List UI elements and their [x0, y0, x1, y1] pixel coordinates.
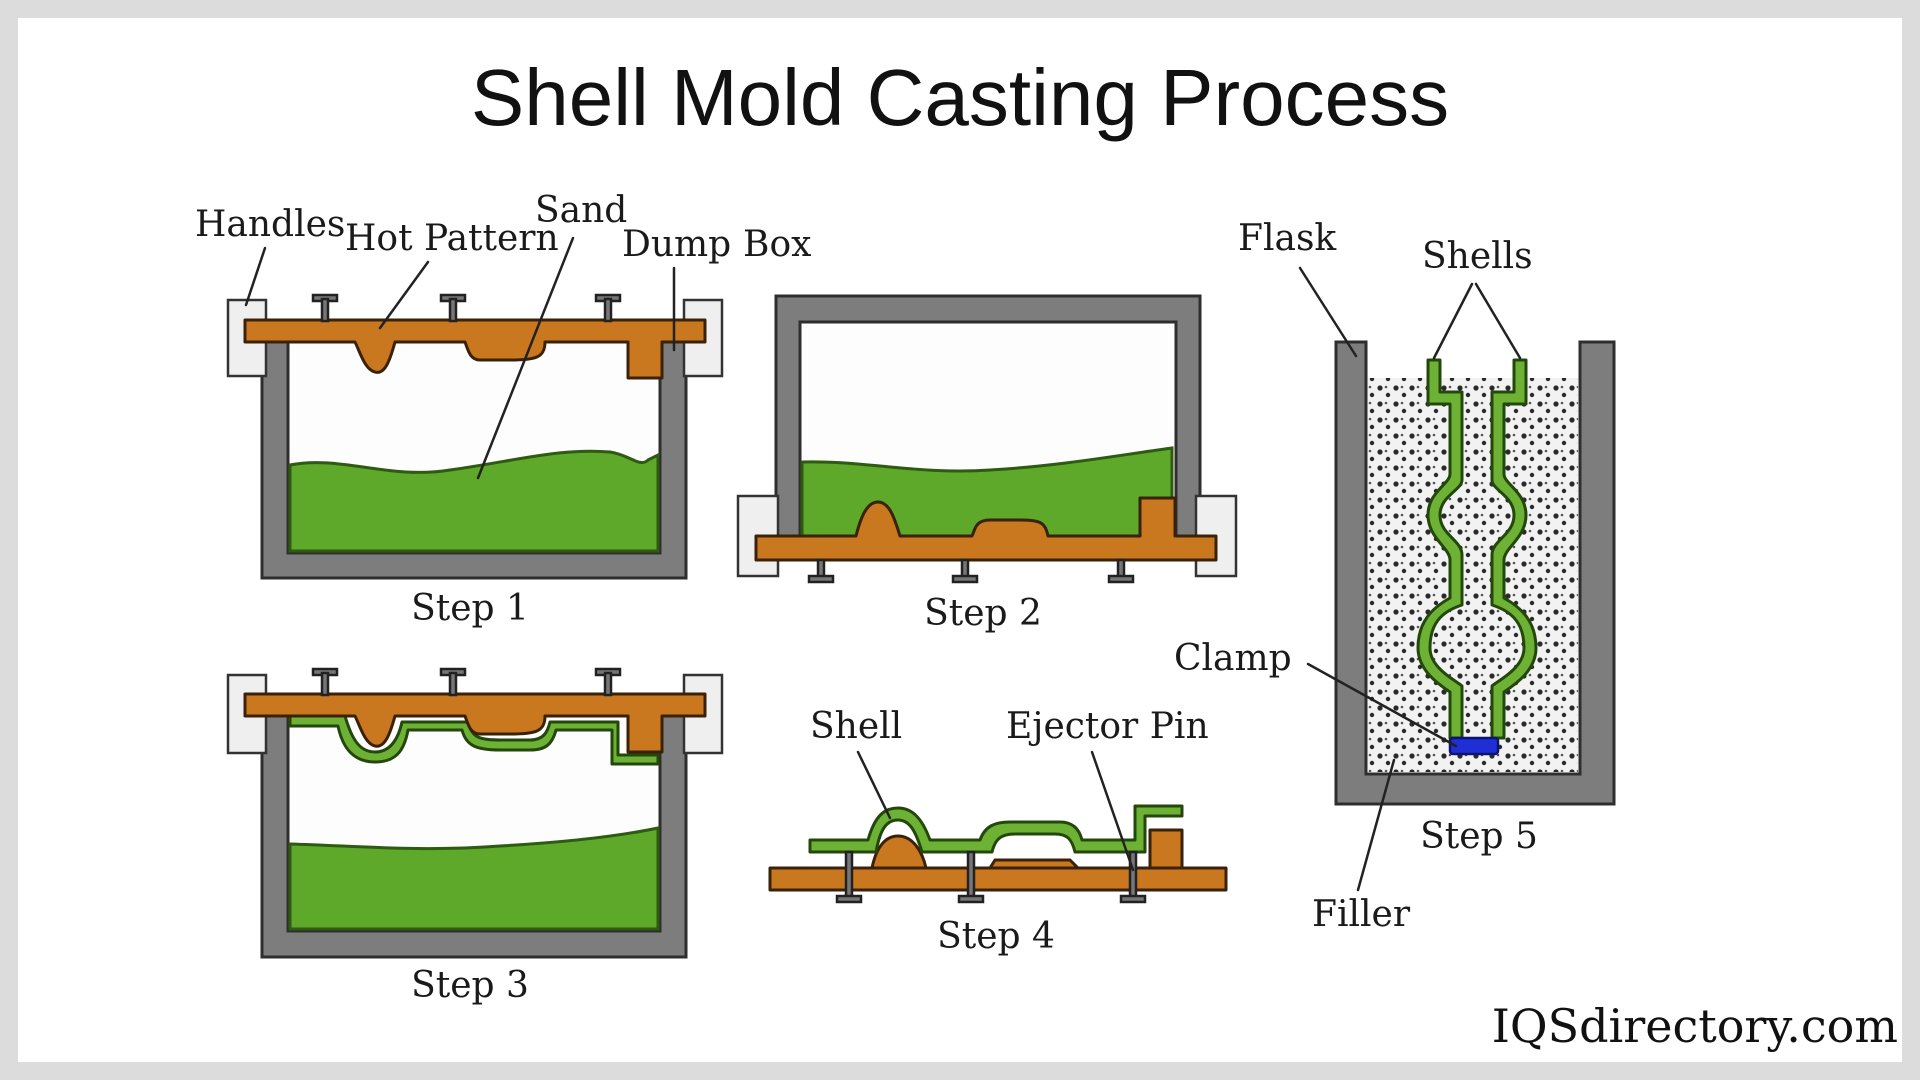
label-handles: Handles — [195, 204, 345, 245]
leader-ejector-pin — [1090, 750, 1135, 872]
hot-pattern-3 — [243, 692, 707, 754]
filler-material — [1368, 378, 1578, 772]
label-filler: Filler — [1312, 894, 1411, 935]
leader-clamp — [1306, 662, 1458, 748]
leader-hot-pattern — [378, 260, 430, 330]
pattern-ridge-4 — [988, 858, 1080, 870]
pattern-pins — [311, 293, 622, 323]
pattern-block-4 — [1148, 828, 1184, 870]
label-ejector-pin: Ejector Pin — [1006, 706, 1209, 747]
label-hot-pattern: Hot Pattern — [345, 218, 559, 259]
step-4-label: Step 4 — [937, 916, 1055, 957]
brand-watermark: IQSdirectory.com — [1492, 999, 1898, 1053]
flask — [1334, 340, 1616, 806]
step-3-label: Step 3 — [411, 965, 529, 1006]
pattern-pins-2 — [807, 558, 1135, 584]
label-shell: Shell — [810, 706, 902, 747]
leader-shells-right — [1474, 282, 1522, 360]
hot-pattern-inverted — [754, 496, 1218, 562]
page-title: Shell Mold Casting Process — [471, 53, 1449, 142]
step-5-diagram: Flask Shells Clamp Filler Step 5 — [1174, 218, 1616, 935]
step-1-diagram: Handles Hot Pattern Sand Dump Box Step 1 — [195, 190, 811, 629]
step-2-label: Step 2 — [924, 593, 1042, 634]
pattern-plate-4 — [768, 866, 1228, 892]
label-box: Box — [743, 224, 811, 265]
leader-shells-left — [1432, 282, 1474, 360]
shell-layer-forming — [288, 714, 660, 766]
leader-handles — [244, 246, 267, 307]
pattern-pins-3 — [311, 667, 622, 697]
leader-shell — [856, 750, 892, 820]
label-flask: Flask — [1238, 218, 1337, 259]
leader-filler — [1356, 758, 1396, 892]
leader-sand — [476, 236, 575, 480]
step-3-diagram: Step 3 — [226, 667, 724, 1006]
ejector-pins — [835, 850, 1147, 904]
sand-fill — [288, 449, 660, 553]
clamp — [1448, 736, 1500, 756]
label-shells: Shells — [1422, 236, 1533, 277]
label-dump: Dump — [622, 224, 731, 265]
sand-fill-3 — [288, 826, 660, 931]
leader-flask — [1298, 266, 1358, 358]
step-1-label: Step 1 — [411, 588, 529, 629]
shell-released — [808, 804, 1184, 854]
label-sand: Sand — [535, 190, 627, 231]
step-4-diagram: Shell Ejector Pin Step 4 — [768, 706, 1228, 957]
step-5-label: Step 5 — [1420, 816, 1538, 857]
step-2-diagram: Step 2 — [736, 294, 1238, 634]
label-clamp: Clamp — [1174, 638, 1292, 679]
hot-pattern — [243, 318, 707, 380]
